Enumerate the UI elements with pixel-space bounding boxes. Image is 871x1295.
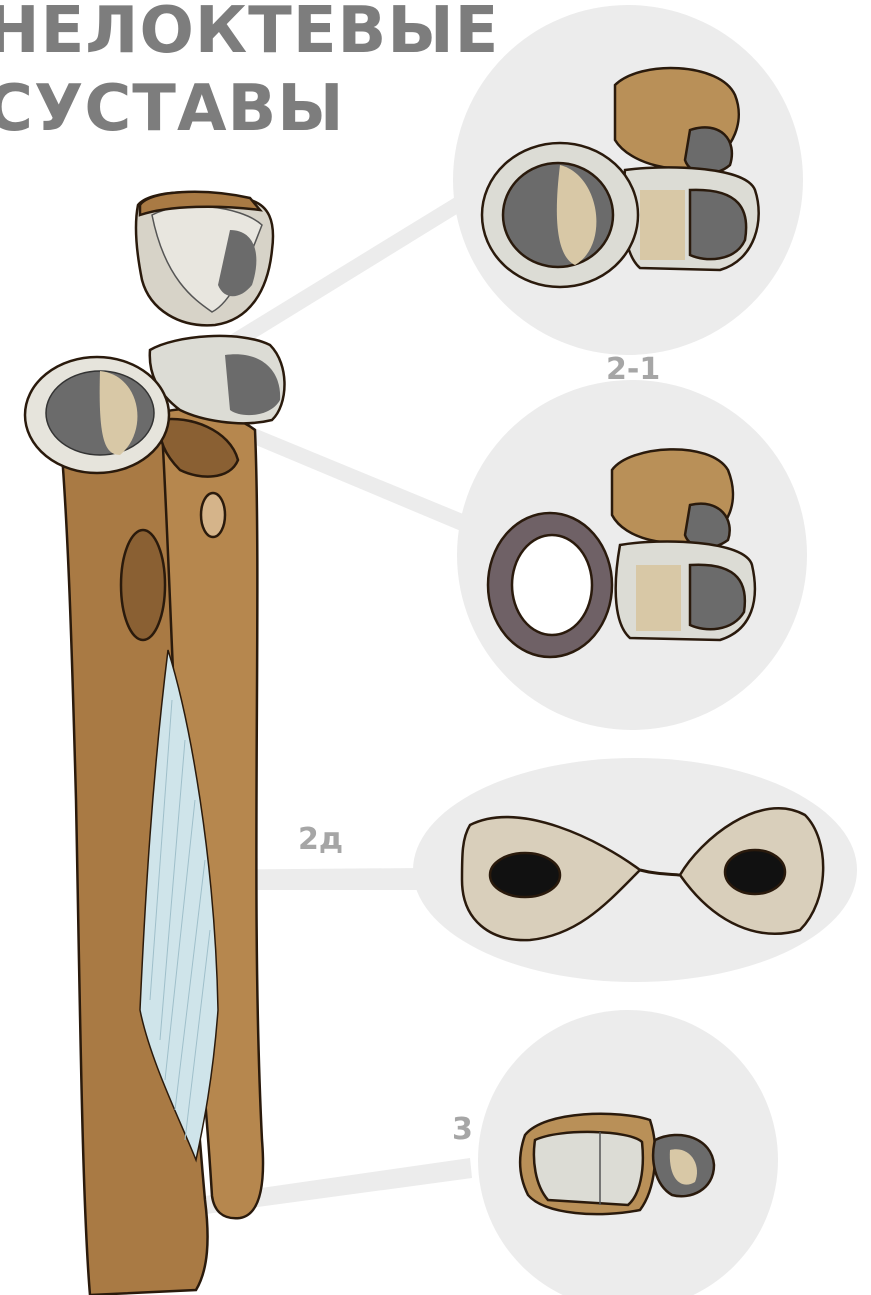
bicipital-tuberosity bbox=[121, 530, 165, 640]
forearm-bones bbox=[25, 192, 285, 1295]
ulna-tubercle bbox=[201, 493, 225, 537]
label-3: 3 bbox=[452, 1112, 473, 1147]
label-2d: 2д bbox=[298, 822, 343, 857]
label-2-1: 2-1 bbox=[606, 352, 660, 387]
